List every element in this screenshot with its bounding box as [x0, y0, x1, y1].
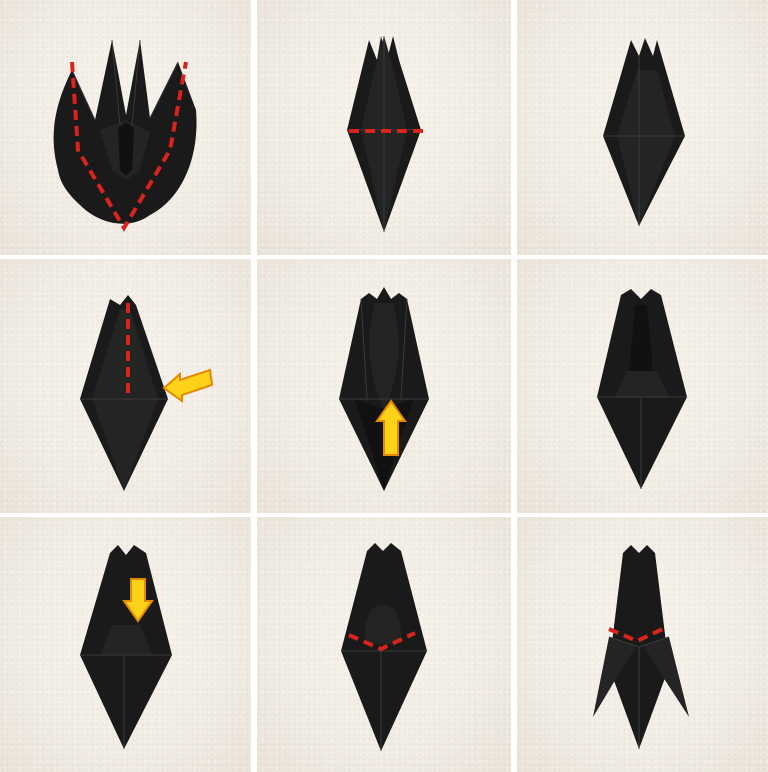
step-1-panel: [0, 0, 251, 255]
step-6-panel: [517, 259, 768, 513]
step-2-panel: [257, 0, 511, 255]
step-4-model: [0, 259, 251, 513]
step-8-model: [257, 517, 511, 772]
step-1-model: [0, 0, 251, 255]
step-9-panel: [517, 517, 768, 772]
step-3-panel: [517, 0, 768, 255]
step-8-panel: [257, 517, 511, 772]
step-5-panel: [257, 259, 511, 513]
step-2-model: [257, 0, 511, 255]
step-4-panel: [0, 259, 251, 513]
step-6-model: [517, 259, 768, 513]
step-5-model: [257, 259, 511, 513]
step-9-model: [517, 517, 768, 772]
step-7-model: [0, 517, 251, 772]
step-7-panel: [0, 517, 251, 772]
step-4-arrow-left-icon: [164, 370, 212, 401]
step-3-model: [517, 0, 768, 255]
